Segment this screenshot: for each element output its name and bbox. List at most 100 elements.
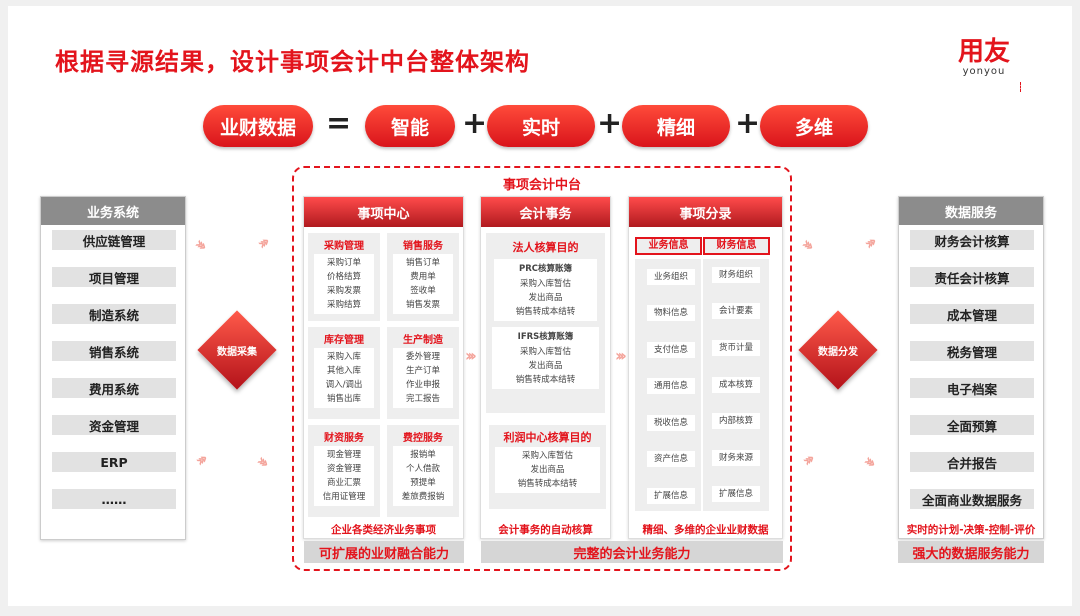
divider <box>1020 82 1021 92</box>
list-item: 扩展信息 <box>712 486 760 502</box>
group-sales: 销售服务 销售订单费用单签收单销售发票 <box>387 233 459 321</box>
column-footer: 精细、多维的企业业财数据 <box>642 524 769 536</box>
list-item: 资产信息 <box>647 451 695 467</box>
list-item: 财务组织 <box>712 267 760 283</box>
chevron-arrow-icon: ››› <box>253 450 271 471</box>
book-title: IFRS核算账簿 <box>517 332 574 342</box>
data-services-panel: 数据服务 财务会计核算 责任会计核算 成本管理 税务管理 电子档案 全面预算 合… <box>898 196 1044 539</box>
list-item: 现金管理 <box>326 450 361 460</box>
group-title: 采购管理 <box>324 241 364 252</box>
list-item: 电子档案 <box>910 378 1034 398</box>
chevron-arrow-icon: ››› <box>798 233 816 254</box>
list-item: 销售出库 <box>326 394 361 404</box>
group-title: 利润中心核算目的 <box>503 431 592 444</box>
plus-sign: + <box>597 106 623 141</box>
list-item: 其他入库 <box>326 366 361 376</box>
list-item: 物料信息 <box>647 305 695 321</box>
list-item: 个人借款 <box>405 464 440 474</box>
group-treasury: 财资服务 现金管理资金管理商业汇票信用证管理 <box>308 425 380 517</box>
chevron-arrow-icon: ››› <box>860 233 878 254</box>
list-item: 采购订单 <box>326 258 361 268</box>
chevron-arrow-icon: ››› <box>615 346 627 365</box>
accounting-column: 会计事务 法人核算目的 PRC核算账簿采购入库暂估发出商品销售转成本结转 IFR… <box>480 196 611 539</box>
list-item: 合并报告 <box>910 452 1034 472</box>
list-item: 项目管理 <box>52 267 176 287</box>
list-item: 销售转成本结转 <box>517 479 578 489</box>
list-item: 委外管理 <box>405 352 440 362</box>
column-footer: 企业各类经济业务事项 <box>331 524 436 536</box>
list-item: 销售转成本结转 <box>515 307 576 317</box>
list-item: 销售发票 <box>405 300 440 310</box>
capability-bar: 完整的会计业务能力 <box>481 541 783 563</box>
list-item: 采购入库暂估 <box>519 279 571 289</box>
list-item: …… <box>52 489 176 509</box>
group-purchase: 采购管理 采购订单价格结算采购发票采购结算 <box>308 233 380 321</box>
capability-bar: 可扩展的业财融合能力 <box>304 541 464 563</box>
group-title: 库存管理 <box>324 335 364 346</box>
term-realtime: 实时 <box>487 105 595 147</box>
column-title: 事项中心 <box>304 197 463 227</box>
list-item: 差旅费报销 <box>401 492 445 502</box>
business-systems-panel: 业务系统 供应链管理 项目管理 制造系统 销售系统 费用系统 资金管理 ERP … <box>40 196 186 540</box>
group-manufacturing: 生产制造 委外管理生产订单作业申报完工报告 <box>387 327 459 419</box>
platform-label: 事项会计中台 <box>502 178 581 193</box>
list-item: 预提单 <box>410 478 436 488</box>
formula-lhs: 业财数据 <box>203 105 313 147</box>
slide: 根据寻源结果，设计事项会计中台整体架构 用友 yonyou 业财数据 = 智能 … <box>8 6 1072 606</box>
list-item: 责任会计核算 <box>910 267 1034 287</box>
term-fine: 精细 <box>622 105 730 147</box>
list-item: 生产订单 <box>405 366 440 376</box>
list-item: 扩展信息 <box>647 488 695 504</box>
platform-frame <box>292 166 792 571</box>
event-center-column: 事项中心 采购管理 采购订单价格结算采购发票采购结算 销售服务 销售订单费用单签… <box>303 196 464 539</box>
distribute-label: 数据分发 <box>818 347 858 358</box>
list-item: 完工报告 <box>405 394 440 404</box>
list-item: 资金管理 <box>326 464 361 474</box>
page-title: 根据寻源结果，设计事项会计中台整体架构 <box>55 48 530 76</box>
group-title: 财资服务 <box>324 433 364 444</box>
list-item: 作业申报 <box>405 380 440 390</box>
list-item: 业务组织 <box>647 269 695 285</box>
list-item: 采购入库 <box>326 352 361 362</box>
panel-footer: 实时的计划-决策-控制-评价 <box>906 524 1036 536</box>
list-item: 货币计量 <box>712 340 760 356</box>
finance-info-header: 财务信息 <box>703 237 770 255</box>
panel-title: 数据服务 <box>899 197 1043 225</box>
list-item: 全面商业数据服务 <box>910 489 1034 509</box>
business-info-header: 业务信息 <box>635 237 702 255</box>
chevron-arrow-icon: ››› <box>191 233 209 254</box>
list-item: 内部核算 <box>712 413 760 429</box>
column-title: 事项分录 <box>629 197 782 227</box>
list-item: 销售系统 <box>52 341 176 361</box>
list-item: 销售转成本结转 <box>515 375 576 385</box>
column-footer: 会计事务的自动核算 <box>498 524 593 536</box>
chevron-arrow-icon: ››› <box>798 450 816 471</box>
list-item: 全面预算 <box>910 415 1034 435</box>
group-title: 销售服务 <box>403 241 443 252</box>
logo-en: yonyou <box>962 66 1006 77</box>
chevron-arrow-icon: ››› <box>465 346 477 365</box>
list-item: 供应链管理 <box>52 230 176 250</box>
chevron-arrow-icon: ››› <box>253 233 271 254</box>
list-item: 签收单 <box>410 286 436 296</box>
list-item: 财务会计核算 <box>910 230 1034 250</box>
list-item: 会计要素 <box>712 303 760 319</box>
book-title: PRC核算账簿 <box>518 264 572 274</box>
logo-cn: 用友 <box>958 37 1011 67</box>
list-item: 价格结算 <box>326 272 361 282</box>
list-item: 调入/调出 <box>325 380 363 390</box>
group-inventory: 库存管理 采购入库其他入库调入/调出销售出库 <box>308 327 380 419</box>
group-expense: 费控服务 报销单个人借款预提单差旅费报销 <box>387 425 459 517</box>
list-item: 资金管理 <box>52 415 176 435</box>
list-item: 采购入库暂估 <box>521 451 573 461</box>
list-item: 信用证管理 <box>322 492 366 502</box>
plus-sign: + <box>735 106 761 141</box>
collect-label: 数据采集 <box>217 347 257 358</box>
profit-center-group: 利润中心核算目的 采购入库暂估发出商品销售转成本结转 <box>489 425 606 509</box>
group-title: 生产制造 <box>403 335 443 346</box>
list-item: 销售订单 <box>405 258 440 268</box>
group-title: 法人核算目的 <box>512 241 579 254</box>
chevron-arrow-icon: ››› <box>191 450 209 471</box>
list-item: 成本核算 <box>712 377 760 393</box>
list-item: 制造系统 <box>52 304 176 324</box>
